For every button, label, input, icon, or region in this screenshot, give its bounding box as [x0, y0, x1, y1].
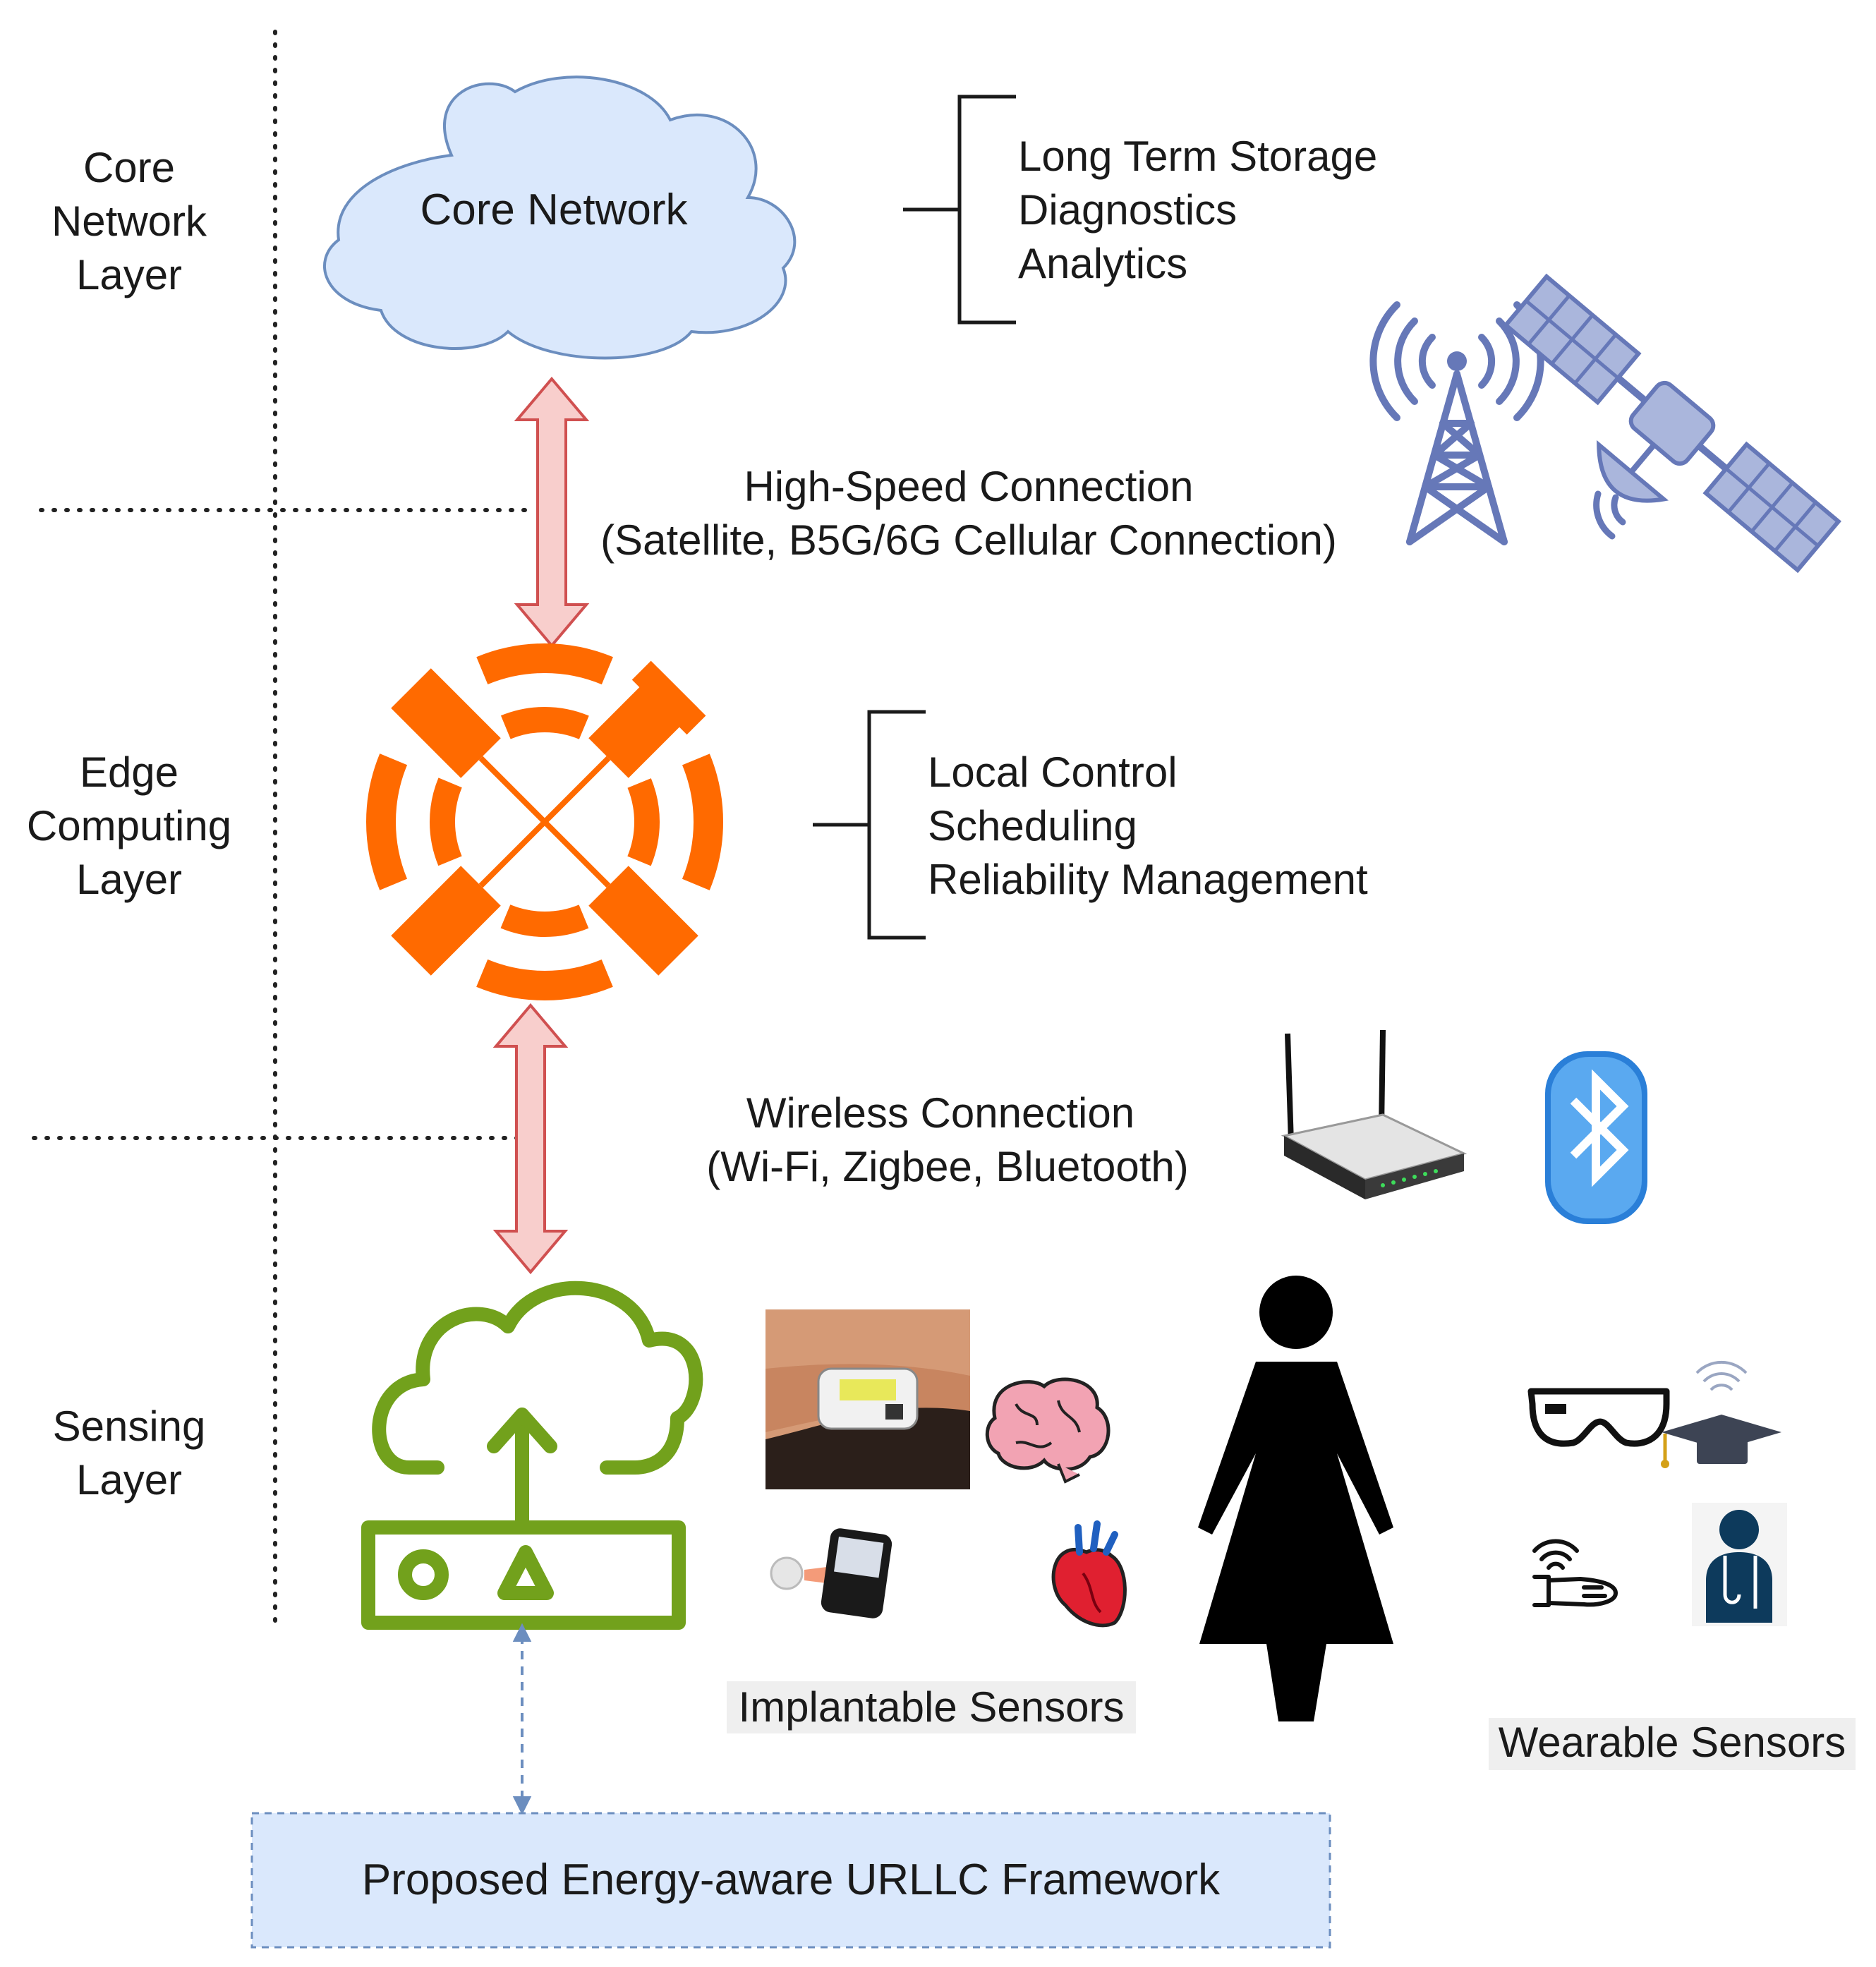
- edge-layer-label-line3: Layer: [76, 856, 182, 903]
- edge-computing-icon: [366, 643, 723, 1000]
- edge-function-item: Reliability Management: [928, 856, 1368, 903]
- cloud-icon: [323, 75, 797, 360]
- edge-function-item: Scheduling: [928, 802, 1137, 849]
- wireless-title: Wireless Connection: [746, 1089, 1134, 1137]
- arrow-core-edge: [514, 376, 590, 648]
- core-function-item: Diagnostics: [1018, 186, 1237, 234]
- smart-vest-icon: [1692, 1503, 1787, 1626]
- implantable-sensors-label: Implantable Sensors: [727, 1681, 1136, 1733]
- core-layer-label-line1: Core: [83, 144, 175, 191]
- framework-label: Proposed Energy-aware URLLC Framework: [362, 1856, 1221, 1904]
- sensing-layer-label-line1: Sensing: [53, 1403, 206, 1450]
- sensing-layer-label: Sensing Layer: [53, 1403, 206, 1503]
- bidirectional-arrow: [492, 1003, 569, 1275]
- core-functions-bracket: [903, 95, 1016, 325]
- framework-box: Proposed Energy-aware URLLC Framework: [250, 1812, 1331, 1949]
- wireless-subtitle: (Wi-Fi, Zigbee, Bluetooth): [706, 1143, 1189, 1190]
- edge-layer-label-line1: Edge: [80, 749, 178, 796]
- smart-wristband-icon: [1532, 1539, 1618, 1607]
- core-function-item: Analytics: [1018, 240, 1187, 287]
- core-functions-list: Long Term Storage Diagnostics Analytics: [1018, 133, 1377, 287]
- glucose-monitor-icon: [770, 1528, 892, 1618]
- person-silhouette-icon: [1198, 1276, 1393, 1721]
- bluetooth-icon: [1545, 1051, 1647, 1224]
- core-layer-label-line3: Layer: [76, 251, 182, 298]
- upload-cloud-outline: [372, 1281, 703, 1475]
- cell-tower-icon: [1369, 301, 1544, 545]
- core-layer-label: Core Network Layer: [52, 144, 207, 298]
- gateway-box: [361, 1520, 686, 1630]
- core-network-cloud-label: Core Network: [420, 186, 689, 234]
- high-speed-connection-label: High-Speed Connection (Satellite, B5G/6G…: [600, 463, 1337, 564]
- satellite-icon: [1503, 273, 1841, 574]
- edge-layer-label-line2: Computing: [27, 802, 231, 849]
- core-function-item: Long Term Storage: [1018, 133, 1377, 180]
- arrow-edge-sensing: [492, 1003, 569, 1275]
- edge-function-item: Local Control: [928, 749, 1178, 796]
- wearable-sensors-label: Wearable Sensors: [1489, 1718, 1856, 1770]
- wireless-connection-label: Wireless Connection (Wi-Fi, Zigbee, Blue…: [706, 1089, 1189, 1190]
- edge-functions-list: Local Control Scheduling Reliability Man…: [928, 749, 1368, 903]
- abdomen-patch-photo: [765, 1309, 970, 1489]
- high-speed-title: High-Speed Connection: [744, 463, 1193, 510]
- heart-icon: [1051, 1520, 1127, 1628]
- wifi-router-icon: [1281, 1029, 1467, 1199]
- smart-glasses-icon: [1527, 1388, 1670, 1447]
- sensing-gateway-icon: [361, 1281, 703, 1630]
- framework-connector: [512, 1623, 532, 1815]
- edge-layer-label: Edge Computing Layer: [27, 749, 231, 903]
- high-speed-subtitle: (Satellite, B5G/6G Cellular Connection): [600, 516, 1337, 564]
- layer-separators: [32, 30, 528, 1632]
- core-layer-label-line2: Network: [52, 198, 207, 245]
- bidirectional-arrow: [514, 376, 590, 648]
- sensing-layer-label-line2: Layer: [76, 1456, 182, 1503]
- core-network-cloud: Core Network: [323, 75, 797, 360]
- implantable-sensors-text: Implantable Sensors: [739, 1683, 1125, 1731]
- brain-icon: [985, 1377, 1111, 1484]
- edge-functions-bracket: [813, 710, 926, 940]
- wearable-sensors-text: Wearable Sensors: [1499, 1719, 1846, 1766]
- smart-cap-icon: [1661, 1360, 1781, 1468]
